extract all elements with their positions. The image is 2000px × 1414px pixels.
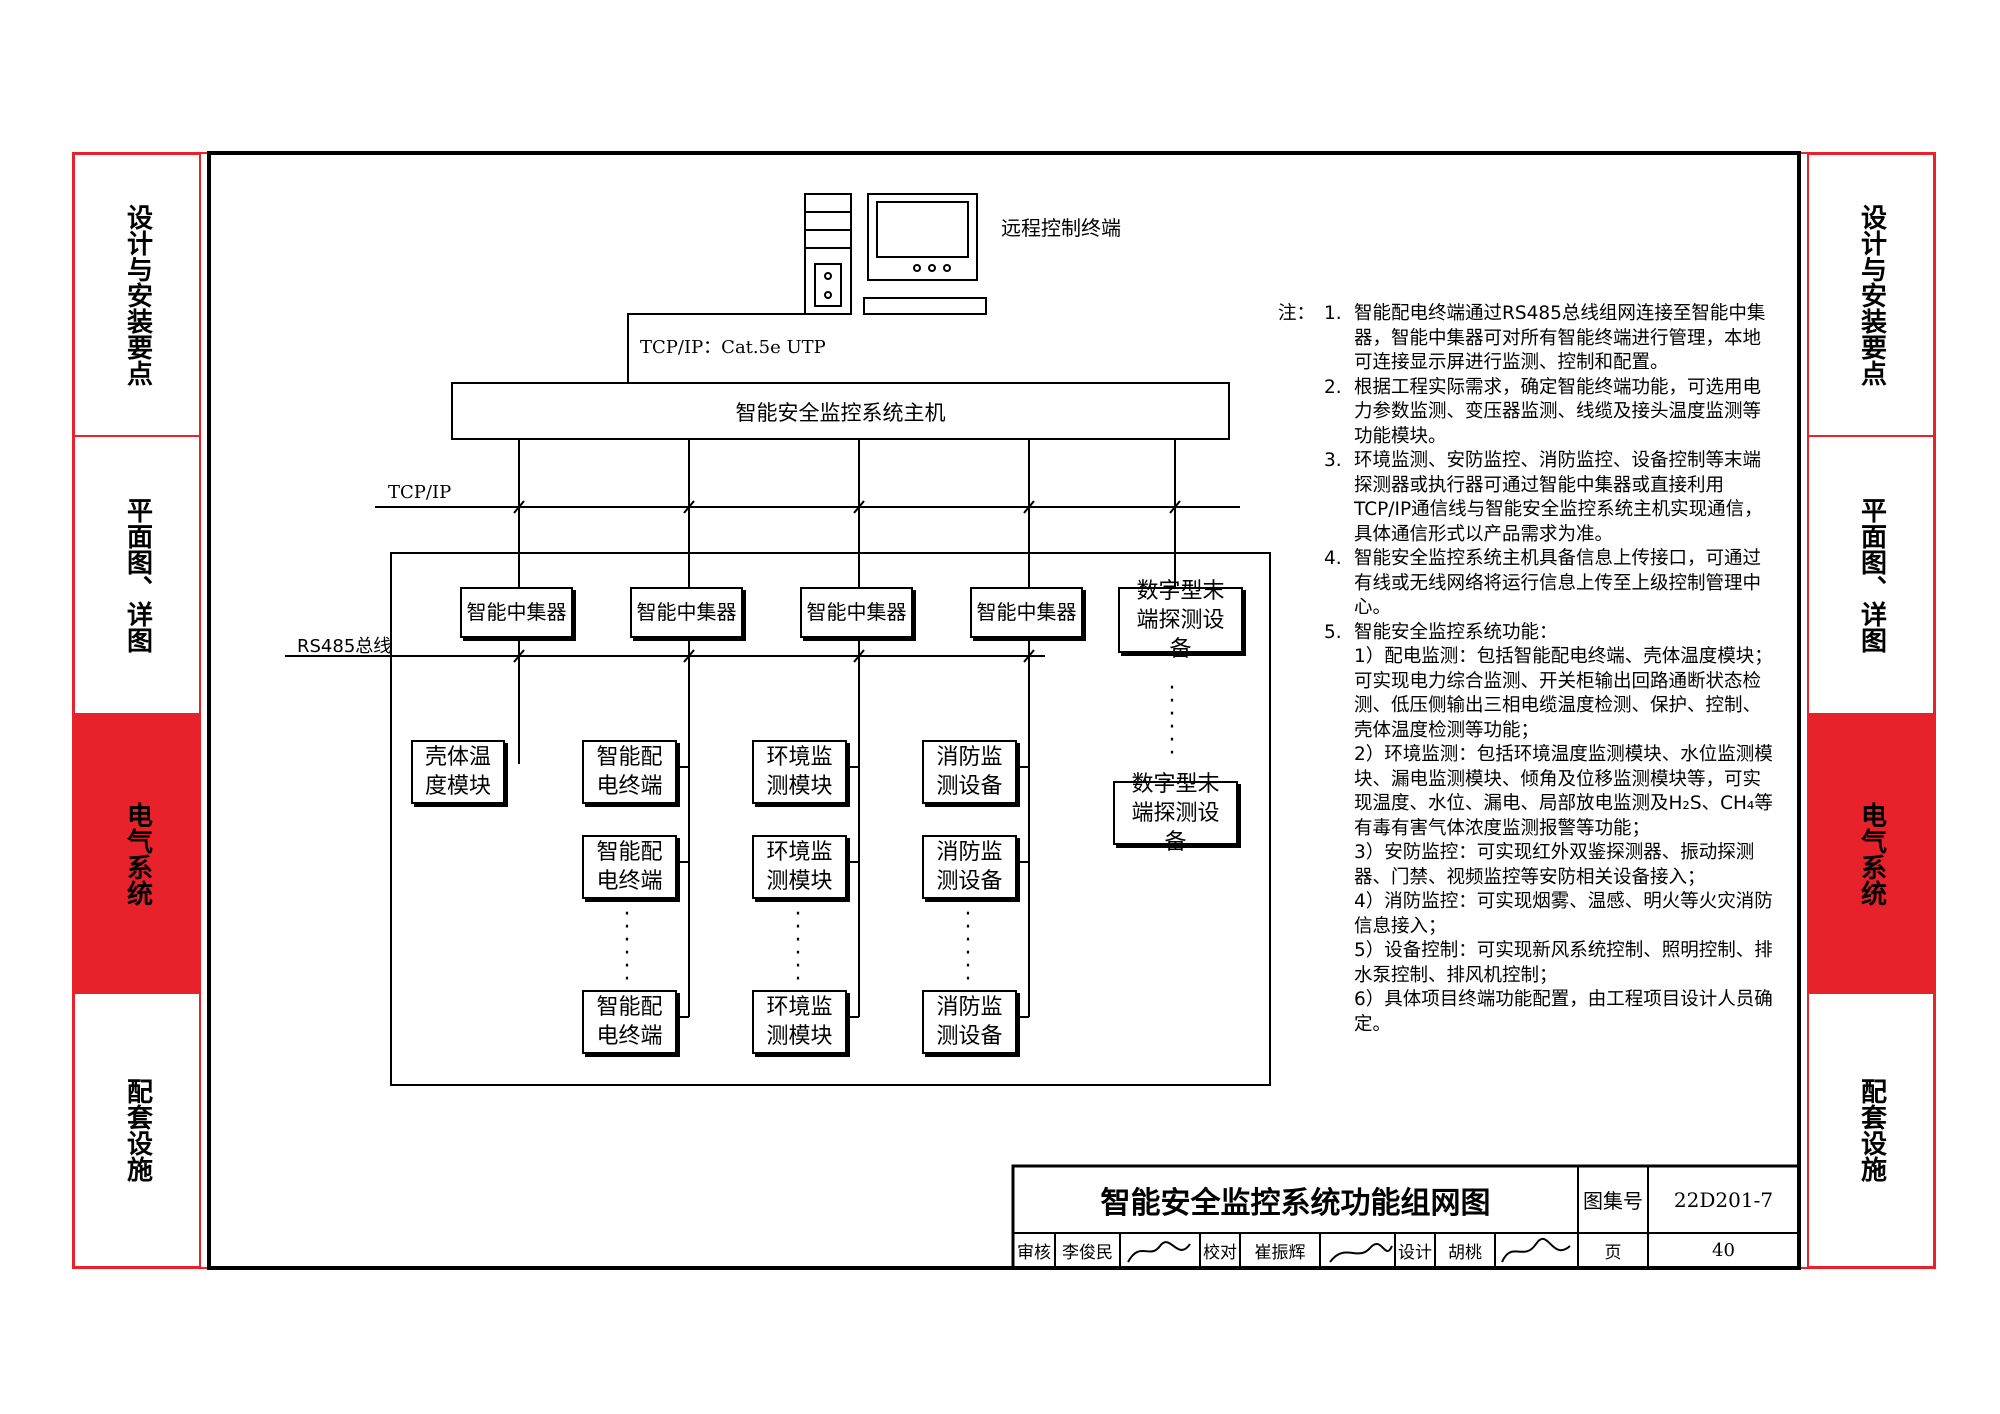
module-region (390, 552, 1271, 1086)
tick-mark (683, 500, 695, 514)
note-sub-item: 2）环境监测：包括环境温度监测模块、水位监测模块、漏电监测模块、倾角及位移监测模… (1354, 744, 1773, 839)
note-text: 智能安全监控系统功能： (1354, 621, 1558, 643)
concentrator-3: 智能中集器 (800, 587, 913, 638)
note-sub-item: 3）安防监控：可实现红外双鉴探测器、振动探测器、门禁、视频监控等安防相关设备接入… (1354, 842, 1755, 888)
tab-label: 平面图、详图 (1856, 497, 1887, 653)
signature-designer (1501, 1237, 1571, 1263)
page-label: 页 (1604, 1243, 1622, 1263)
note-item: 4. 智能安全监控系统主机具备信息上传接口，可通过有线或无线网络将运行信息上传至… (1278, 547, 1778, 621)
notes-label: 注： (1278, 303, 1316, 324)
atlas-number: 22D201-7 (1673, 1187, 1774, 1212)
side-tab-electrical-system[interactable]: 电气系统 (73, 713, 201, 994)
concentrator-1: 智能中集器 (460, 587, 573, 638)
tick-mark (1023, 500, 1035, 514)
note-sub-item: 1）配电监测：包括智能配电终端、壳体温度模块；可实现电力综合监测、开关柜输出回路… (1354, 646, 1773, 741)
check-label: 校对 (1203, 1243, 1237, 1263)
shell-temp-module: 壳体温度模块 (411, 740, 505, 804)
tab-label: 配套设施 (1856, 1078, 1887, 1182)
concentrator-2: 智能中集器 (630, 587, 743, 638)
page-number: 40 (1712, 1240, 1735, 1261)
side-tab-plan-detail-right[interactable]: 平面图、详图 (1807, 435, 1935, 715)
digital-terminal-1: 数字型末端探测设备 (1118, 579, 1243, 662)
rs485-bus-label: RS485总线 (297, 636, 392, 657)
smart-terminal-2: 智能配电终端 (582, 835, 677, 899)
side-tab-electrical-system-right[interactable]: 电气系统 (1807, 713, 1935, 994)
env-module-1: 环境监测模块 (752, 740, 847, 804)
atlas-label: 图集号 (1583, 1189, 1643, 1213)
design-label: 设计 (1398, 1243, 1432, 1263)
side-tab-design-install-right[interactable]: 设计与安装要点 (1807, 153, 1935, 437)
tab-label: 平面图、详图 (122, 497, 153, 653)
note-item: 注： 1. 智能配电终端通过RS485总线组网连接至智能中集器，智能中集器可对所… (1278, 302, 1778, 376)
side-tab-plan-detail[interactable]: 平面图、详图 (73, 435, 201, 715)
note-item: 2. 根据工程实际需求，确定智能终端功能，可选用电力参数监测、变压器监测、线缆及… (1278, 376, 1778, 450)
fire-device-2: 消防监测设备 (922, 835, 1017, 899)
designer-name: 胡桃 (1448, 1243, 1482, 1263)
review-label: 审核 (1017, 1243, 1051, 1263)
ellipsis-vertical: ······ (794, 902, 802, 992)
fire-device-3: 消防监测设备 (922, 990, 1017, 1054)
host-label: 智能安全监控系统主机 (735, 401, 946, 425)
note-item: 3. 环境监测、安防监控、消防监控、设备控制等末端探测器或执行器可通过智能中集器… (1278, 449, 1778, 547)
fire-device-1: 消防监测设备 (922, 740, 1017, 804)
tick-mark (853, 500, 865, 514)
tab-label: 电气系统 (1856, 801, 1887, 906)
smart-terminal-1: 智能配电终端 (582, 740, 677, 804)
side-tab-supporting-facilities[interactable]: 配套设施 (73, 992, 201, 1268)
note-number: 5. (1324, 621, 1342, 643)
ellipsis-vertical: ······ (623, 902, 631, 992)
checker-name: 崔振辉 (1254, 1243, 1306, 1263)
note-item: 5. 智能安全监控系统功能： (1278, 621, 1778, 646)
tick-mark (513, 500, 525, 514)
note-number: 2. (1324, 376, 1342, 398)
signature-reviewer (1127, 1241, 1191, 1263)
notes-block: 注： 1. 智能配电终端通过RS485总线组网连接至智能中集器，智能中集器可对所… (1278, 302, 1778, 1037)
tab-label: 配套设施 (122, 1078, 153, 1182)
note-text: 智能配电终端通过RS485总线组网连接至智能中集器，智能中集器可对所有智能终端进… (1354, 303, 1766, 373)
note-sub-item: 6）具体项目终端功能配置，由工程项目设计人员确定。 (1354, 989, 1773, 1035)
remote-terminal-label: 远程控制终端 (1001, 216, 1121, 240)
concentrator-4: 智能中集器 (970, 587, 1083, 638)
ellipsis-vertical: ······ (1168, 676, 1176, 766)
tab-label: 设计与安装要点 (122, 204, 153, 386)
env-module-3: 环境监测模块 (752, 990, 847, 1054)
ellipsis-vertical: ······ (964, 902, 972, 992)
note-text: 智能安全监控系统主机具备信息上传接口，可通过有线或无线网络将运行信息上传至上级控… (1354, 548, 1762, 618)
note-number: 1. (1324, 303, 1342, 324)
tcpip-cat5e-link (627, 313, 805, 383)
digital-terminal-2: 数字型末端探测设备 (1113, 772, 1238, 855)
host-box-frame (451, 382, 1230, 440)
note-sub-item: 5）设备控制：可实现新风系统控制、照明控制、排水泵控制、排风机控制； (1354, 940, 1773, 986)
note-text: 环境监测、安防监控、消防监控、设备控制等末端探测器或执行器可通过智能中集器或直接… (1354, 450, 1763, 545)
smart-terminal-3: 智能配电终端 (582, 990, 677, 1054)
computer-icon (804, 193, 987, 315)
note-number: 3. (1324, 450, 1342, 471)
side-tab-design-install[interactable]: 设计与安装要点 (73, 153, 201, 437)
tcpip-bus-label: TCP/IP (388, 482, 452, 503)
tab-label: 设计与安装要点 (1856, 204, 1887, 386)
tcpip-cat5e-label: TCP/IP：Cat.5e UTP (640, 337, 826, 358)
note-text: 根据工程实际需求，确定智能终端功能，可选用电力参数监测、变压器监测、线缆及接头温… (1354, 376, 1762, 447)
tab-label: 电气系统 (122, 801, 153, 906)
reviewer-name: 李俊民 (1062, 1243, 1113, 1263)
note-sub-item: 4）消防监控：可实现烟雾、温感、明火等火灾消防信息接入； (1354, 891, 1773, 937)
tick-mark (1169, 500, 1181, 514)
signature-checker (1329, 1242, 1393, 1263)
side-tab-supporting-facilities-right[interactable]: 配套设施 (1807, 992, 1935, 1268)
title-block (1011, 1164, 1801, 1270)
note-number: 4. (1324, 548, 1342, 569)
drawing-frame (207, 151, 1801, 1270)
env-module-2: 环境监测模块 (752, 835, 847, 899)
drawing-title: 智能安全监控系统功能组网图 (1100, 1185, 1491, 1221)
